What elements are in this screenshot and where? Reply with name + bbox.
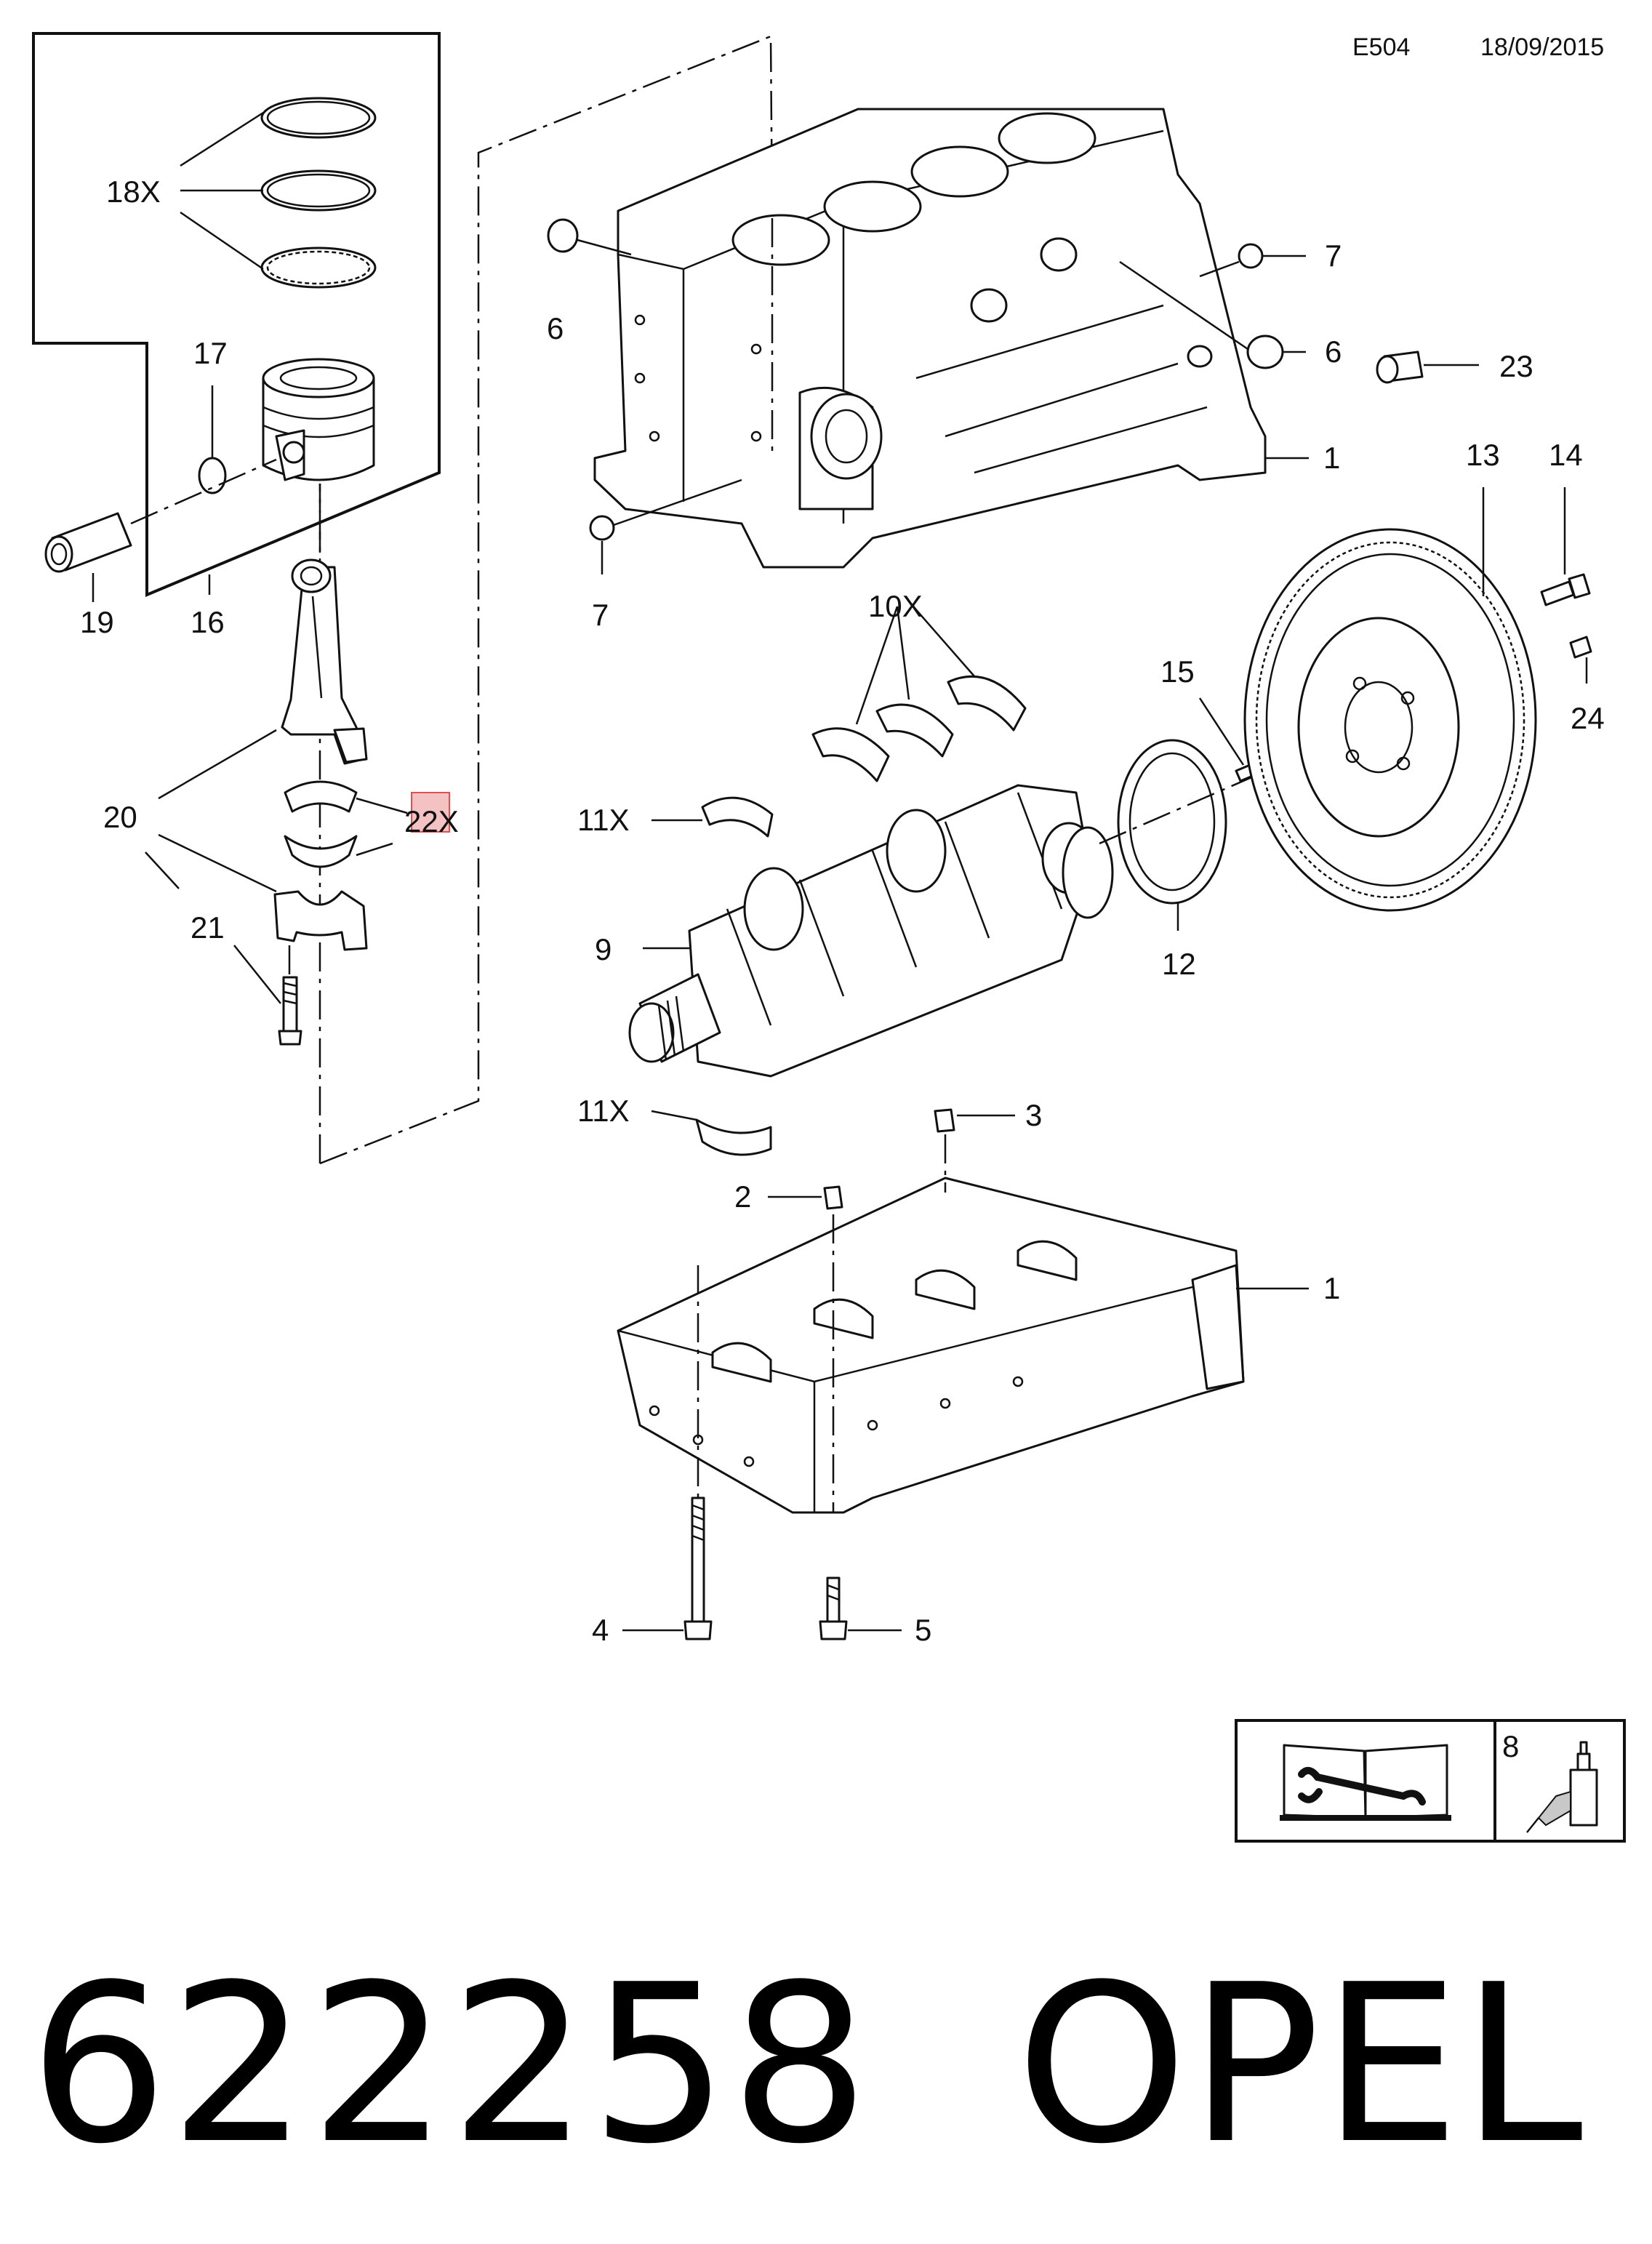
piston-assembly: 18X 17 19 16 <box>32 32 774 1165</box>
piston-group-frame <box>32 32 441 598</box>
thrust-bearing-shell-upper <box>701 796 774 838</box>
callout-7-left: 7 <box>592 598 609 632</box>
flywheel <box>1243 528 1537 912</box>
legend-box: 8 <box>1235 1719 1626 1843</box>
part-number: 622258 <box>29 1938 871 2192</box>
short-bolt <box>819 1576 848 1640</box>
callout-16: 16 <box>191 605 225 639</box>
callout-7-right: 7 <box>1325 239 1342 273</box>
conrod-bearing-shells <box>284 780 358 868</box>
thrust-bearing-shell-lower <box>695 1118 772 1156</box>
callout-17: 17 <box>193 336 228 370</box>
callout-18x: 18X <box>106 175 161 209</box>
crankshaft <box>628 784 1114 1078</box>
block-fittings: 6 7 6 23 1 7 <box>547 218 1533 632</box>
rear-oil-seal <box>1117 739 1227 905</box>
diagram-code: E504 <box>1352 33 1410 61</box>
conrod-cap <box>273 890 368 951</box>
piston-rings <box>260 97 377 289</box>
sealant-tube-icon <box>1526 1741 1598 1833</box>
clutch-dowel <box>1569 636 1592 659</box>
callout-12: 12 <box>1162 947 1196 981</box>
callout-8: 8 <box>1502 1729 1519 1763</box>
callout-4: 4 <box>592 1613 609 1647</box>
callout-6-right: 6 <box>1325 334 1342 369</box>
bedplate-dowels: 3 2 <box>734 1098 1042 1214</box>
callout-6-left: 6 <box>547 311 564 345</box>
callout-24: 24 <box>1571 701 1605 735</box>
callout-14: 14 <box>1549 438 1583 472</box>
callout-21: 21 <box>191 910 225 945</box>
callout-9: 9 <box>595 932 612 966</box>
flywheel-bolt <box>1540 573 1591 606</box>
callout-3: 3 <box>1025 1098 1042 1132</box>
callout-20: 20 <box>103 800 137 834</box>
conrod-bolt <box>278 976 302 1046</box>
piston <box>262 358 375 481</box>
brand-name: OPEL <box>1016 1938 1584 2192</box>
callout-11x-lower: 11X <box>577 1094 630 1128</box>
callout-13: 13 <box>1466 438 1500 472</box>
callout-11x-upper: 11X <box>577 803 630 837</box>
callout-1-bottom: 1 <box>1323 1271 1340 1305</box>
highlight-marker <box>411 792 450 833</box>
callout-19: 19 <box>80 605 114 639</box>
lower-crankcase <box>617 1177 1245 1514</box>
callout-15: 15 <box>1160 654 1195 689</box>
diagram-date: 18/09/2015 <box>1480 33 1604 61</box>
callout-23: 23 <box>1499 349 1533 383</box>
piston-pin <box>44 512 132 573</box>
repair-manual-icon <box>1280 1744 1451 1821</box>
callout-10x: 10X <box>868 589 923 623</box>
callout-2: 2 <box>734 1179 751 1214</box>
circlip <box>198 457 227 494</box>
connecting-rod <box>281 558 368 765</box>
main-bearing-upper-shells <box>811 675 1027 782</box>
callout-1-top: 1 <box>1323 441 1340 475</box>
cylinder-block <box>593 108 1267 569</box>
callout-22x: 22X <box>404 804 459 838</box>
callout-5: 5 <box>915 1613 931 1647</box>
long-bolt <box>683 1496 713 1640</box>
